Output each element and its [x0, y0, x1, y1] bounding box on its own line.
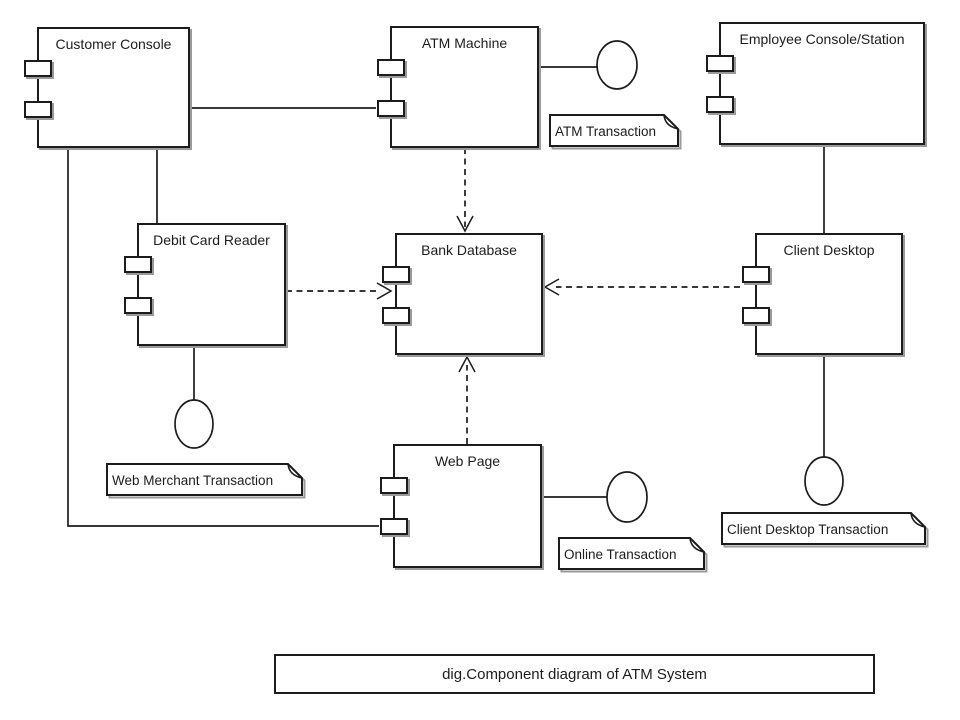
port-icon: [124, 297, 152, 314]
dependency-debit-card-reader-bank-database[interactable]: [286, 282, 393, 300]
component-debit-card-reader[interactable]: Debit Card Reader: [124, 223, 286, 346]
note-label: Client Desktop Transaction: [727, 521, 889, 537]
note-online-transaction[interactable]: Online Transaction: [558, 537, 708, 573]
dependency-web-page-bank-database[interactable]: [458, 355, 476, 444]
arrowhead-left-icon: [543, 278, 560, 296]
port-icon: [706, 55, 734, 72]
component-atm-machine[interactable]: ATM Machine: [377, 26, 539, 148]
note-label: Web Merchant Transaction: [112, 472, 274, 488]
arrowhead-up-icon: [458, 355, 476, 373]
note-shape-icon: [549, 114, 682, 150]
note-client-desktop-transaction[interactable]: Client Desktop Transaction: [721, 512, 929, 548]
component-label: Employee Console/Station: [739, 31, 905, 47]
connector-customer-console-web-page[interactable]: [67, 148, 379, 527]
dependency-client-desktop-bank-database[interactable]: [543, 278, 740, 296]
note-atm-transaction[interactable]: ATM Transaction: [549, 114, 682, 150]
component-label: Client Desktop: [783, 242, 875, 258]
port-icon: [377, 59, 405, 76]
component-client-desktop[interactable]: Client Desktop: [742, 233, 903, 355]
note-shape-icon: [721, 512, 929, 548]
port-icon: [382, 266, 410, 283]
component-label: Web Page: [434, 453, 501, 469]
component-web-page[interactable]: Web Page: [380, 444, 542, 568]
port-icon: [706, 96, 734, 113]
dependency-atm-machine-bank-database[interactable]: [456, 148, 474, 233]
component-label: Bank Database: [421, 242, 517, 258]
port-icon: [124, 256, 152, 273]
note-label: Online Transaction: [564, 546, 677, 562]
component-label: Customer Console: [55, 36, 172, 52]
note-shape-icon: [558, 537, 708, 573]
component-label: ATM Machine: [421, 35, 508, 51]
port-icon: [24, 101, 52, 118]
component-label: Debit Card Reader: [153, 232, 270, 248]
component-customer-console[interactable]: Customer Console: [24, 27, 190, 148]
interface-circle-atm-transaction[interactable]: [596, 40, 638, 90]
interface-circle-web-merchant-transaction[interactable]: [174, 399, 214, 449]
note-web-merchant-transaction[interactable]: Web Merchant Transaction: [106, 463, 306, 499]
interface-circle-online-transaction[interactable]: [606, 471, 648, 523]
diagram-caption-box[interactable]: dig.Component diagram of ATM System: [274, 654, 875, 694]
component-employee-console-station[interactable]: Employee Console/Station: [706, 22, 925, 145]
port-icon: [377, 100, 405, 117]
note-shape-icon: [106, 463, 306, 499]
interface-circle-client-desktop-transaction[interactable]: [804, 456, 844, 506]
component-bank-database[interactable]: Bank Database: [382, 233, 543, 355]
port-icon: [742, 266, 770, 283]
port-icon: [382, 307, 410, 324]
diagram-caption-text: dig.Component diagram of ATM System: [442, 665, 707, 683]
note-label: ATM Transaction: [555, 123, 657, 139]
port-icon: [380, 518, 408, 535]
port-icon: [742, 307, 770, 324]
arrowhead-right-icon: [376, 282, 393, 300]
arrowhead-down-icon: [456, 215, 474, 233]
port-icon: [380, 477, 408, 494]
port-icon: [24, 60, 52, 77]
